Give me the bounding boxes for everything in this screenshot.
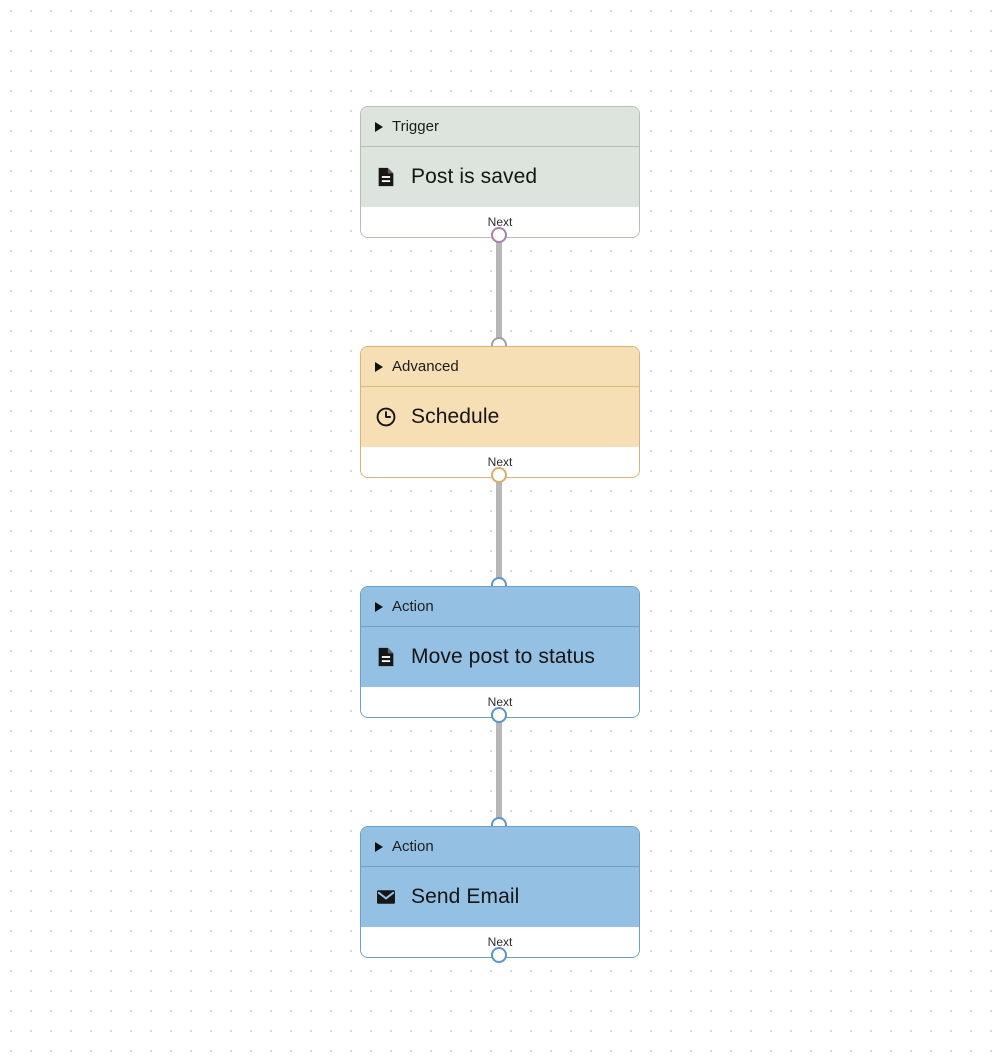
chevron-right-icon[interactable] (375, 361, 383, 372)
node-send-email-next-label: Next (487, 935, 513, 949)
connector-line-3[interactable] (496, 715, 502, 825)
node-move-post-body[interactable]: Move post to status (361, 627, 639, 687)
node-move-post-header[interactable]: Action (361, 587, 639, 627)
node-advanced-title: Schedule (411, 405, 500, 428)
node-advanced-header[interactable]: Advanced (361, 347, 639, 387)
node-send-email[interactable]: Action Send Email Next (360, 826, 640, 958)
node-advanced-body[interactable]: Schedule (361, 387, 639, 447)
node-trigger-header[interactable]: Trigger (361, 107, 639, 147)
node-send-email-type-label: Action (392, 838, 434, 855)
node-send-email-title: Send Email (411, 885, 520, 908)
node-move-post-type-label: Action (392, 598, 434, 615)
node-advanced-next-label: Next (487, 455, 513, 469)
node-trigger-body[interactable]: Post is saved (361, 147, 639, 207)
node-move-post-to-status[interactable]: Action Move post to status Next (360, 586, 640, 718)
node-move-post-title: Move post to status (411, 645, 595, 668)
node-trigger-output-dot[interactable] (491, 227, 507, 243)
node-advanced-type-label: Advanced (392, 358, 459, 375)
node-trigger-type-label: Trigger (392, 118, 439, 135)
chevron-right-icon[interactable] (375, 601, 383, 612)
connector-line-2[interactable] (496, 475, 502, 585)
connector-line-1[interactable] (496, 235, 502, 345)
clock-icon (376, 407, 396, 427)
node-send-email-header[interactable]: Action (361, 827, 639, 867)
node-advanced[interactable]: Advanced Schedule Next (360, 346, 640, 478)
node-trigger[interactable]: Trigger Post is saved Next (360, 106, 640, 238)
node-trigger-title: Post is saved (411, 165, 538, 188)
chevron-right-icon[interactable] (375, 121, 383, 132)
node-advanced-output-dot[interactable] (491, 467, 507, 483)
node-move-post-next-label: Next (487, 695, 513, 709)
envelope-icon (377, 890, 395, 904)
node-move-post-output-dot[interactable] (491, 707, 507, 723)
node-send-email-body[interactable]: Send Email (361, 867, 639, 927)
document-icon (378, 167, 394, 187)
document-icon (378, 647, 394, 667)
chevron-right-icon[interactable] (375, 841, 383, 852)
node-send-email-output-dot[interactable] (491, 947, 507, 963)
node-trigger-next-label: Next (487, 215, 513, 229)
